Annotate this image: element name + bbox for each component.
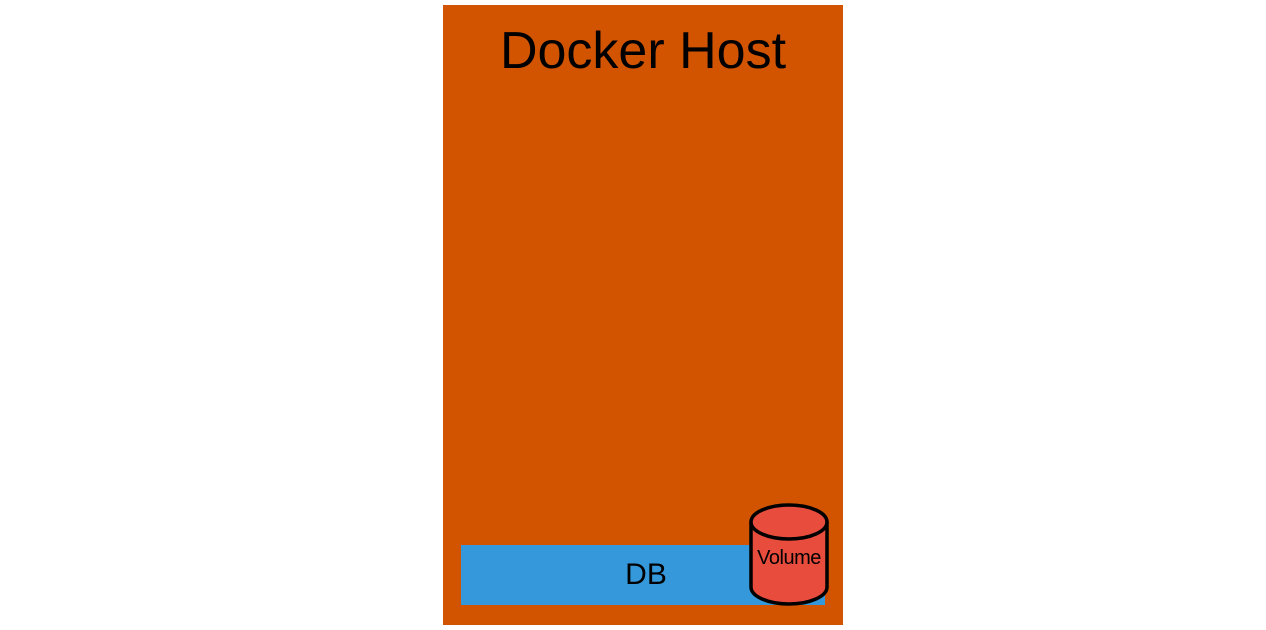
volume-cylinder-body	[749, 522, 829, 606]
docker-host-box: Docker Host DB	[443, 5, 843, 625]
docker-host-title: Docker Host	[499, 22, 787, 80]
volume: Volume	[749, 502, 829, 608]
cylinder-icon	[749, 503, 829, 606]
volume-cylinder-top	[749, 503, 829, 541]
volume-label: Volume	[757, 547, 821, 569]
db-container-label: DB	[625, 558, 667, 591]
